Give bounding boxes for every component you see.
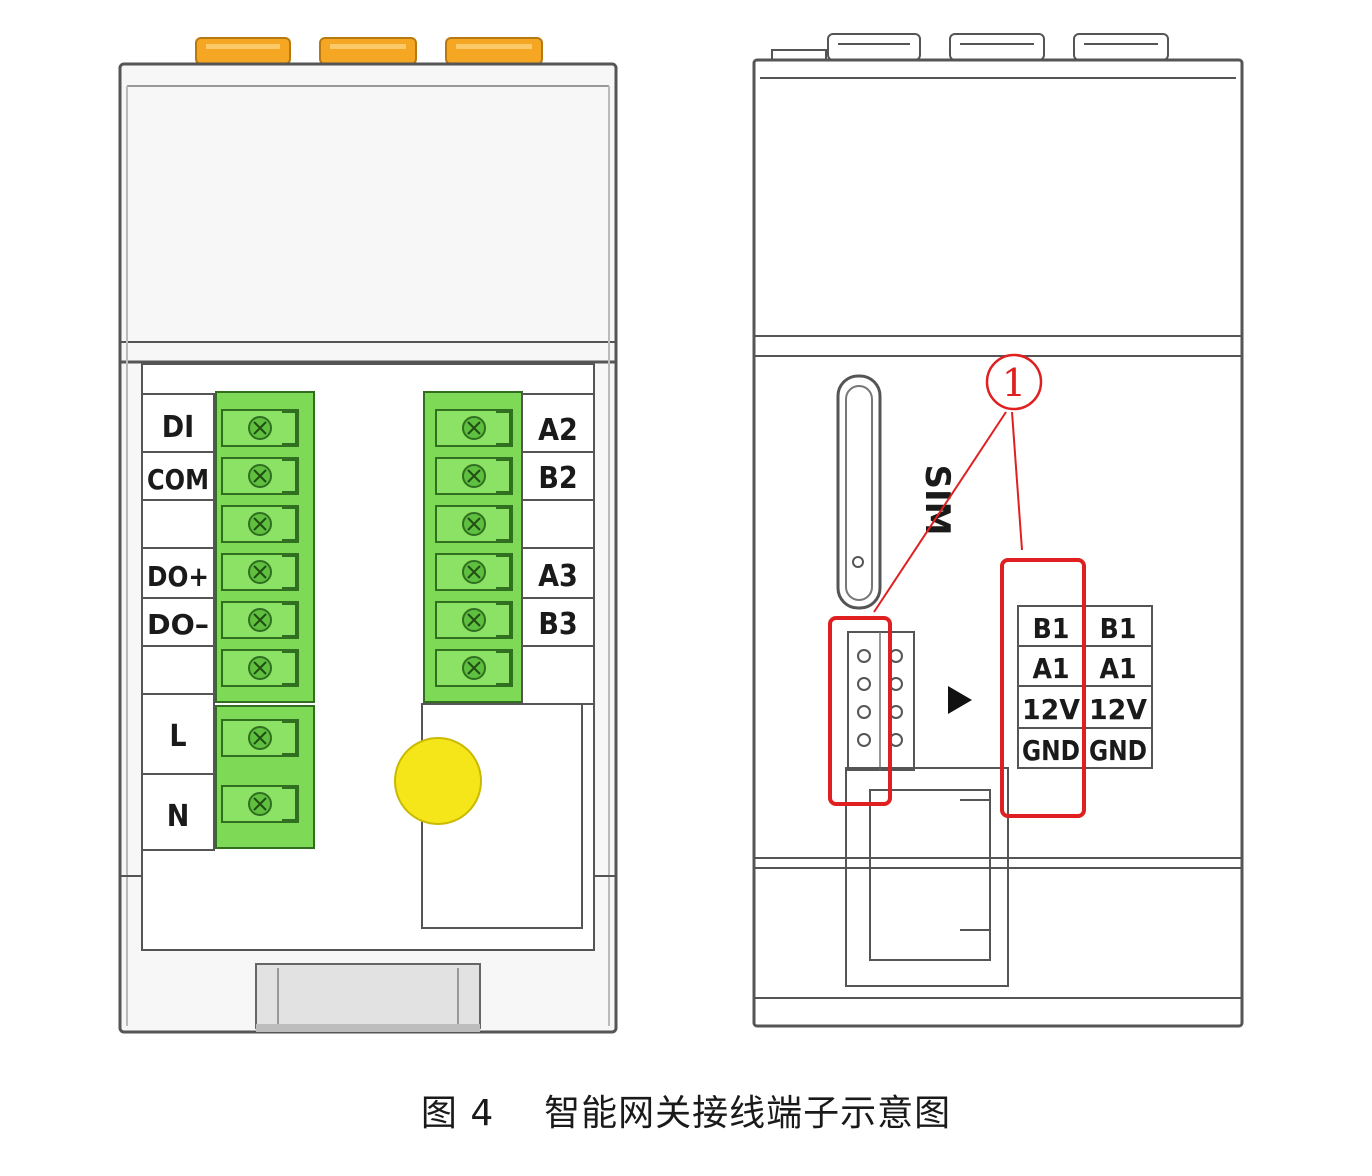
label-com: COM [147, 463, 209, 496]
terminal-screw-left-2 [221, 505, 299, 543]
left-label-grid [141, 393, 215, 851]
sim-slot [836, 374, 882, 610]
left-terminal-labels: DI COM DO+ DO– L N [147, 410, 209, 834]
terminal-screw-left-6 [221, 719, 299, 757]
pin-hole [857, 649, 871, 663]
label-b2: B2 [538, 461, 577, 496]
right-terminal-screws [435, 409, 513, 687]
label-b1-b: B1 [1100, 612, 1137, 645]
label-12v-b: 12V [1089, 693, 1148, 726]
antenna-connectors-outline [771, 33, 1169, 61]
callout-circle [985, 353, 1043, 411]
callout-box-pin-header [828, 616, 892, 806]
caption-gap [494, 1093, 544, 1134]
label-di: DI [162, 410, 194, 445]
figure-caption: 图 4 智能网关接线端子示意图 [0, 1084, 1372, 1136]
rj45-port [845, 767, 1009, 987]
label-l: L [169, 719, 186, 754]
terminal-screw-right-5 [435, 649, 513, 687]
label-12v-a: 12V [1022, 693, 1081, 726]
label-a3: A3 [538, 559, 578, 594]
caption-figure-number: 图 4 [420, 1093, 495, 1134]
antenna-connectors [195, 37, 543, 65]
terminal-screw-right-2 [435, 505, 513, 543]
terminal-screw-left-4 [221, 601, 299, 639]
right-device: SIM B1 A1 12V GND [752, 33, 1244, 1028]
pin-hole [857, 733, 871, 747]
terminal-screw-right-1 [435, 457, 513, 495]
left-terminal-screws [221, 409, 299, 823]
arrow-icon [948, 686, 972, 714]
label-gnd-a: GND [1022, 734, 1080, 767]
right-terminal-labels: A2 B2 A3 B3 [538, 413, 578, 642]
left-device: DI COM DO+ DO– L N A2 B2 A3 B3 [118, 37, 618, 1034]
label-b3: B3 [538, 607, 577, 642]
pin-hole [857, 705, 871, 719]
terminal-screw-left-7 [221, 785, 299, 823]
pin-hole [857, 677, 871, 691]
right-label-grid [521, 393, 595, 705]
right-device-body [752, 58, 1244, 1028]
label-gnd-b: GND [1089, 734, 1147, 767]
callout-annotation [828, 353, 1086, 818]
sim-label: SIM [917, 465, 957, 536]
terminal-screw-left-1 [221, 457, 299, 495]
callout-box-port-table [1000, 558, 1086, 818]
label-a1-b: A1 [1099, 652, 1136, 685]
terminal-screw-left-0 [221, 409, 299, 447]
label-a1-a: A1 [1032, 652, 1069, 685]
label-b1-a: B1 [1033, 612, 1070, 645]
terminal-screw-left-5 [221, 649, 299, 687]
port-labels-col2: B1 A1 12V GND [1089, 612, 1148, 767]
label-do-minus: DO– [147, 608, 209, 641]
callout-number: 1 [1002, 361, 1026, 405]
status-led [394, 737, 482, 825]
label-do-plus: DO+ [147, 560, 209, 593]
label-n: N [167, 799, 190, 834]
caption-title: 智能网关接线端子示意图 [544, 1093, 952, 1134]
port-labels-col1: B1 A1 12V GND [1022, 612, 1081, 767]
label-a2: A2 [538, 413, 578, 448]
terminal-screw-left-3 [221, 553, 299, 591]
terminal-screw-right-3 [435, 553, 513, 591]
terminal-screw-right-0 [435, 409, 513, 447]
din-rail-clip [255, 963, 481, 1032]
terminal-screw-right-4 [435, 601, 513, 639]
